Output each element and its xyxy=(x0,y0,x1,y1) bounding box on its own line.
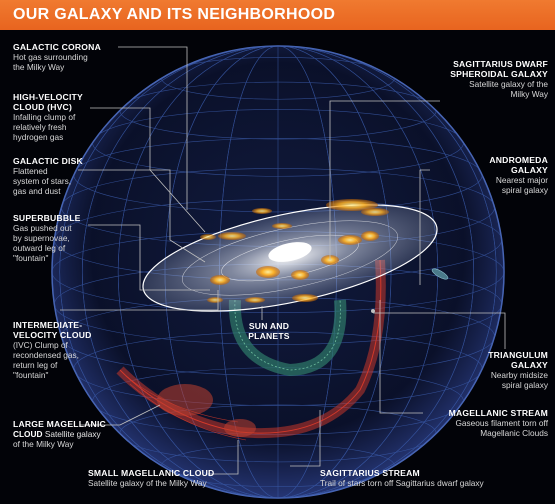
galactic-disk-name: GALACTIC DISK xyxy=(13,156,83,166)
label-sagittarius-dwarf: SAGITTARIUS DWARF SPHEROIDAL GALAXY Sate… xyxy=(418,59,548,99)
label-sun-and-planets: SUN AND PLANETS xyxy=(244,321,294,341)
sag-dwarf-name-2: SPHEROIDAL GALAXY xyxy=(450,69,548,79)
hvc-name-2: CLOUD (HVC) xyxy=(13,102,73,112)
ivc-desc-4: "fountain" xyxy=(13,370,49,380)
superbubble-desc-3: outward leg of xyxy=(13,243,66,253)
triangulum-name-2: GALAXY xyxy=(510,360,548,370)
label-superbubble: SUPERBUBBLE Gas pushed out by supernovae… xyxy=(13,213,123,263)
label-large-magellanic-cloud: LARGE MAGELLANIC CLOUD Satellite galaxy … xyxy=(13,419,133,449)
superbubble-desc-2: by supernovae, xyxy=(13,233,70,243)
smc-name: SMALL MAGELLANIC CLOUD xyxy=(88,468,215,478)
galactic-corona-desc-1: Hot gas surrounding xyxy=(13,52,88,62)
superbubble-desc-4: "fountain" xyxy=(13,253,49,263)
triangulum-galaxy xyxy=(371,309,375,313)
galactic-disk-desc-2: system of stars, xyxy=(13,176,72,186)
andromeda-desc-1: Nearest major xyxy=(495,175,548,185)
galaxy-illustration xyxy=(51,45,506,499)
lmc-desc-2: of the Milky Way xyxy=(13,439,74,449)
sag-dwarf-name-1: SAGITTARIUS DWARF xyxy=(453,59,548,69)
sag-stream-name: SAGITTARIUS STREAM xyxy=(320,468,420,478)
sagittarius-stream xyxy=(228,299,347,377)
triangulum-desc-1: Nearby midsize xyxy=(490,370,548,380)
galactic-corona-name: GALACTIC CORONA xyxy=(13,42,101,52)
superbubble-name: SUPERBUBBLE xyxy=(13,213,81,223)
longitude-line xyxy=(81,46,475,498)
triangulum-desc-2: spiral galaxy xyxy=(501,380,548,390)
label-small-magellanic-cloud: SMALL MAGELLANIC CLOUD Satellite galaxy … xyxy=(88,468,268,488)
page-title: OUR GALAXY AND ITS NEIGHBORHOOD xyxy=(13,6,336,23)
sun-name-1: SUN AND xyxy=(248,321,290,331)
sag-stream-desc: Trail of stars torn off Sagittarius dwar… xyxy=(320,478,484,488)
triangulum-name-1: TRIANGULUM xyxy=(488,350,548,360)
ivc-desc-3: return leg of xyxy=(13,360,58,370)
lmc-name-2: CLOUD xyxy=(13,429,43,439)
leader-lines xyxy=(60,46,506,475)
title-bar: OUR GALAXY AND ITS NEIGHBORHOOD xyxy=(0,0,555,30)
label-galactic-corona: GALACTIC CORONA Hot gas surrounding the … xyxy=(13,42,133,72)
ivc-desc-1: (IVC) Clump of xyxy=(13,340,68,350)
hvc-name-1: HIGH-VELOCITY xyxy=(13,92,83,102)
hvc-desc-3: hydrogen gas xyxy=(13,132,64,142)
magellanic-clouds xyxy=(157,384,256,437)
lmc-name-1: LARGE MAGELLANIC xyxy=(13,419,106,429)
label-hvc: HIGH-VELOCITY CLOUD (HVC) Infalling clum… xyxy=(13,92,123,142)
label-triangulum: TRIANGULUM GALAXY Nearby midsize spiral … xyxy=(448,350,548,390)
smc-desc: Satellite galaxy of the Milky Way xyxy=(88,478,207,488)
andromeda-desc-2: spiral galaxy xyxy=(501,185,548,195)
gas-clouds xyxy=(200,199,389,303)
ivc-name-2: VELOCITY CLOUD xyxy=(13,330,92,340)
hvc-desc-2: relatively fresh xyxy=(13,122,67,132)
galactic-disk-desc-3: gas and dust xyxy=(13,186,61,196)
ivc-desc-2: recondensed gas, xyxy=(13,350,79,360)
label-magellanic-stream: MAGELLANIC STREAM Gaseous filament torn … xyxy=(418,408,548,438)
longitude-line xyxy=(59,46,497,498)
andromeda-galaxy xyxy=(431,268,449,280)
superbubble-desc-1: Gas pushed out xyxy=(13,223,72,233)
hvc-desc-1: Infalling clump of xyxy=(13,112,76,122)
lmc-desc-1: Satellite galaxy xyxy=(44,429,101,439)
sag-dwarf-desc-1: Satellite galaxy of the xyxy=(469,79,548,89)
label-galactic-disk: GALACTIC DISK Flattened system of stars,… xyxy=(13,156,123,196)
sag-dwarf-desc-2: Milky Way xyxy=(510,89,549,99)
mag-stream-desc-1: Gaseous filament torn off xyxy=(455,418,548,428)
mag-stream-desc-2: Magellanic Clouds xyxy=(480,428,548,438)
andromeda-name-1: ANDROMEDA xyxy=(489,155,548,165)
sun-name-2: PLANETS xyxy=(248,331,290,341)
mag-stream-name: MAGELLANIC STREAM xyxy=(448,408,548,418)
label-sagittarius-stream: SAGITTARIUS STREAM Trail of stars torn o… xyxy=(320,468,550,488)
label-andromeda: ANDROMEDA GALAXY Nearest major spiral ga… xyxy=(458,155,548,195)
galactic-disk-desc-1: Flattened xyxy=(13,166,48,176)
label-ivc: INTERMEDIATE- VELOCITY CLOUD (IVC) Clump… xyxy=(13,320,123,380)
ivc-name-1: INTERMEDIATE- xyxy=(13,320,83,330)
andromeda-name-2: GALAXY xyxy=(510,165,548,175)
galactic-corona-desc-2: the Milky Way xyxy=(13,62,65,72)
